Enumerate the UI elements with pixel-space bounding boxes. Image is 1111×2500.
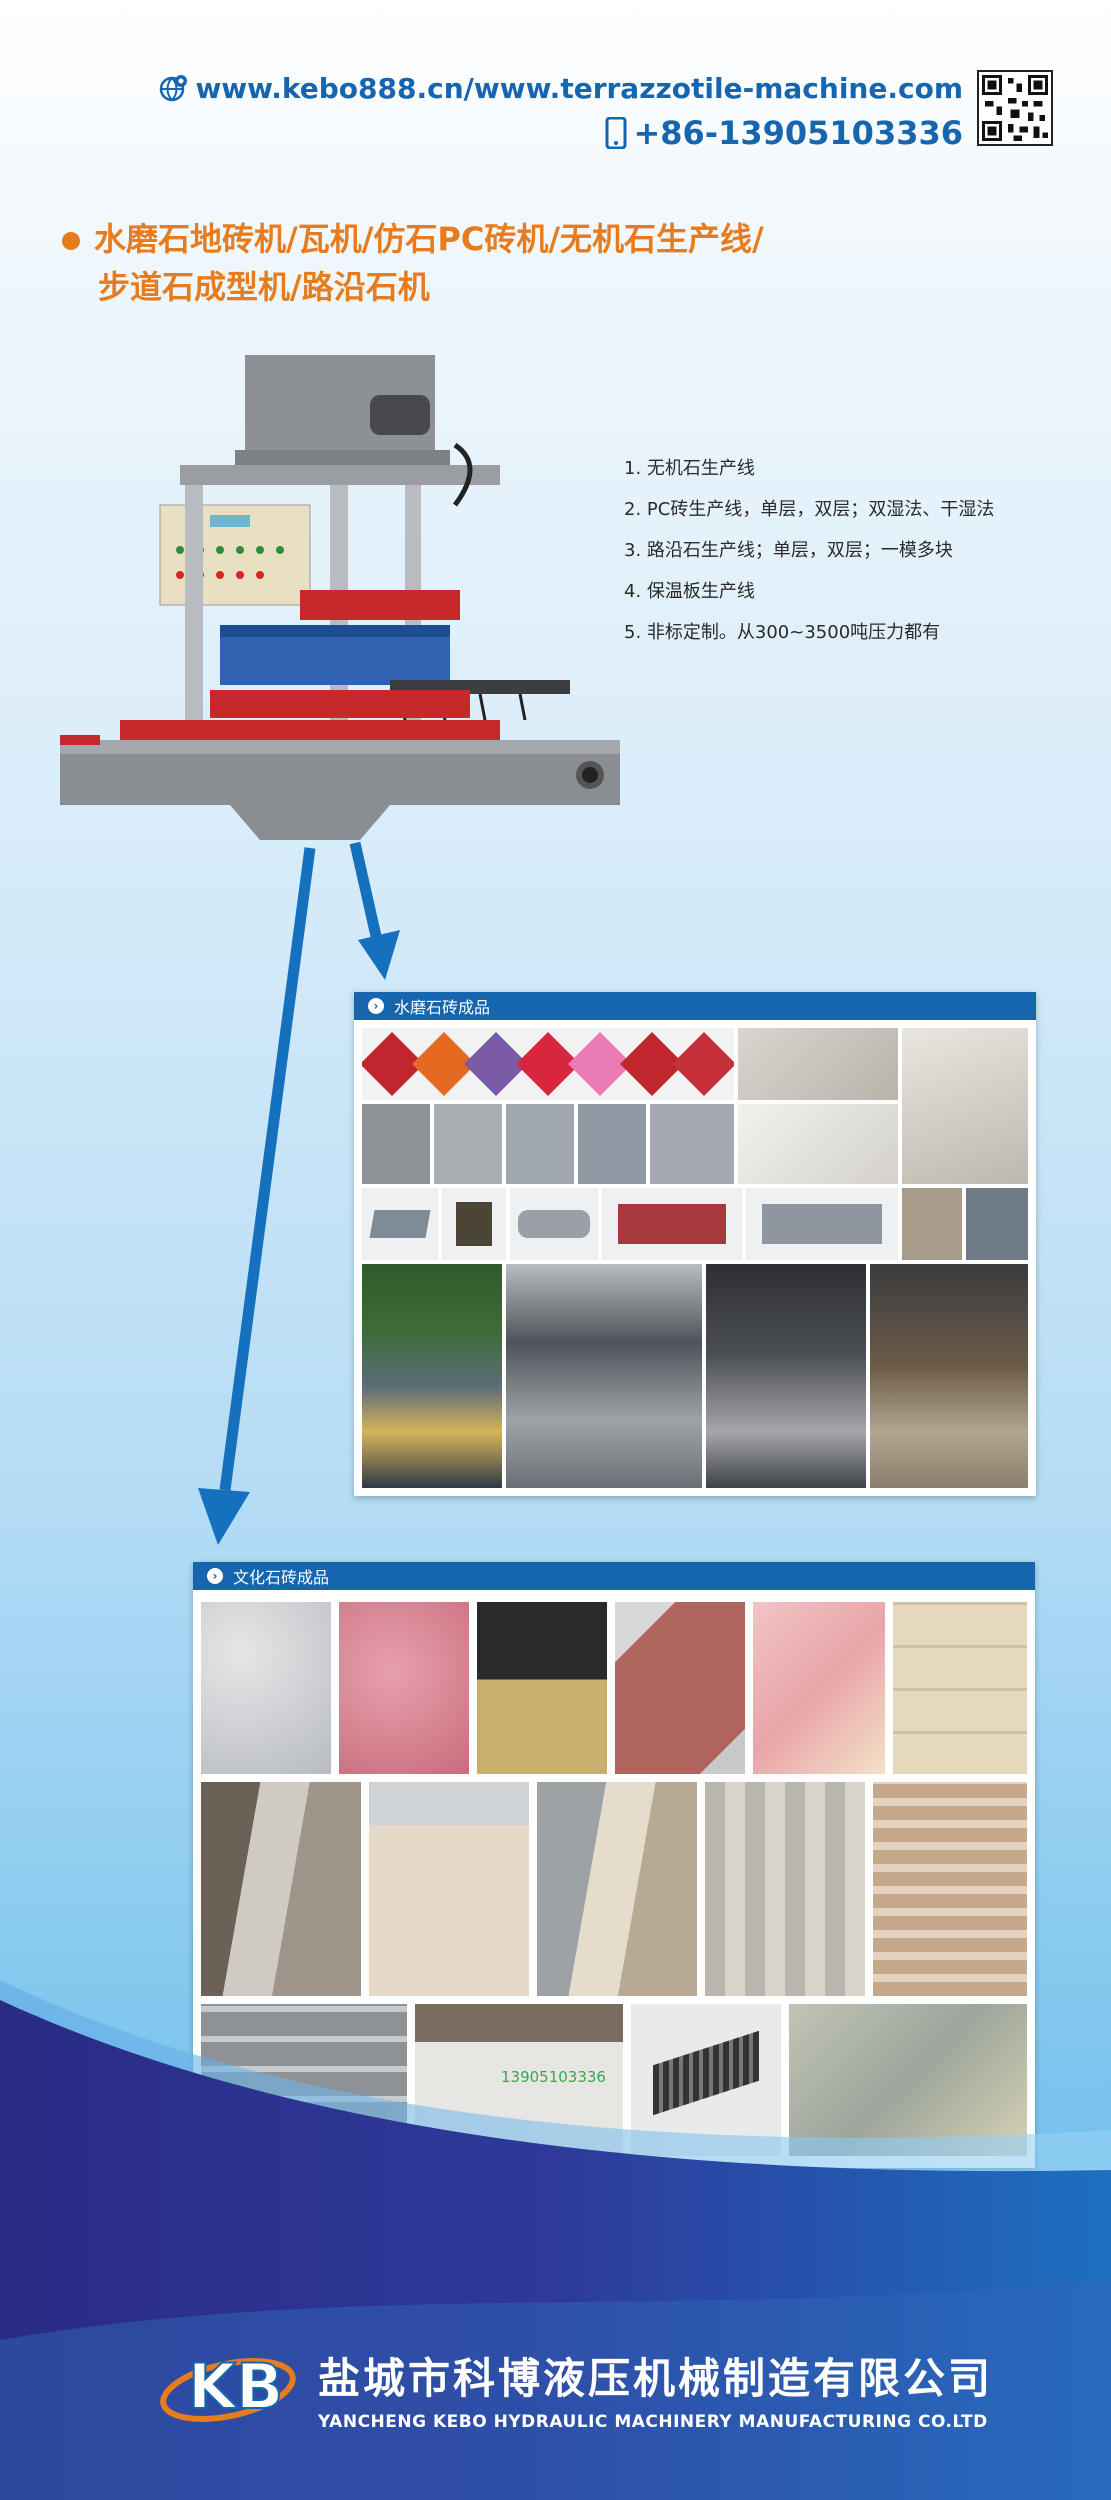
feature-item: 3. 路沿石生产线；单层，双层；一模多块 [624,540,953,561]
arrow-head-short [358,930,400,980]
phone-row: +86-13905103336 [159,110,963,156]
product-photo [738,1028,898,1100]
product-photo [369,1782,529,1996]
product-photo [201,1782,361,1996]
product-photo [578,1104,646,1184]
arrow-line-long [219,847,316,1491]
company-name-cn: 盐城市科博液压机械制造有限公司 [318,2354,994,2403]
product-photo [442,1188,506,1260]
product-photo [650,1104,734,1184]
product-photo [506,1104,574,1184]
company-name-block: 盐城市科博液压机械制造有限公司 YANCHENG KEBO HYDRAULIC … [318,2345,993,2432]
product-photo [893,1602,1027,1774]
hydraulic-press-machine [60,355,620,840]
product-photo [902,1188,962,1260]
product-photo [602,1188,742,1260]
product-headline: 水磨石地砖机/瓦机/仿石PC砖机/无机石生产线/ 步道石成型机/路沿石机 [62,215,764,311]
product-photo [746,1188,898,1260]
qr-code [977,70,1053,146]
arrow-head-long [198,1488,250,1545]
culture-panel-header: › 文化石砖成品 [193,1562,1035,1590]
product-photo [615,1602,745,1774]
website-link[interactable]: www.kebo888.cn/www.terrazzotile-machine.… [195,71,963,105]
feature-list: 1. 无机石生产线 2. PC砖生产线，单层，双层；双湿法、干湿法 3. 路沿石… [624,448,994,653]
product-photo [738,1104,898,1184]
contact-block: www.kebo888.cn/www.terrazzotile-machine.… [159,66,963,156]
product-photo [362,1188,438,1260]
bullet-dot [62,232,80,250]
arrow-line-short [349,841,384,947]
feature-item: 5. 非标定制。从300~3500吨压力都有 [624,622,941,643]
product-photo [362,1264,502,1488]
globe-pin-icon [160,75,188,102]
product-photo [753,1602,885,1774]
product-photo [506,1264,702,1488]
phone-number[interactable]: +86-13905103336 [633,114,963,152]
product-photo [902,1028,1028,1184]
terrazzo-panel-title: 水磨石砖成品 [394,998,491,1017]
product-photo [339,1602,469,1774]
product-photo [477,1602,607,1774]
product-photo [360,1028,736,1100]
terrazzo-panel-header: › 水磨石砖成品 [354,992,1036,1020]
product-photo [966,1188,1028,1260]
product-photo [705,1782,865,1996]
chevron-right-icon: › [368,998,384,1014]
company-name-en: YANCHENG KEBO HYDRAULIC MACHINERY MANUFA… [318,2412,988,2432]
feature-item: 4. 保温板生产线 [624,581,755,602]
feature-item: 2. PC砖生产线，单层，双层；双湿法、干湿法 [624,499,995,520]
product-photo [631,2004,781,2156]
feature-item: 1. 无机石生产线 [624,458,755,479]
product-photo [434,1104,502,1184]
product-photo [870,1264,1028,1488]
logo-text: KB [188,2350,283,2423]
product-photo [510,1188,598,1260]
headline-line-1: 水磨石地砖机/瓦机/仿石PC砖机/无机石生产线/ [94,220,764,258]
mobile-phone-icon [605,117,627,149]
product-photo [537,1782,697,1996]
product-photo [706,1264,866,1488]
product-photo [789,2004,1027,2156]
bottom-wave-background [0,1980,1111,2500]
terrazzo-products-panel: › 水磨石砖成品 [354,992,1036,1496]
diamond-tiles [360,1032,736,1096]
product-photo [201,1602,331,1774]
chevron-right-icon: › [207,1568,223,1584]
kebo-logo: KB [160,2349,296,2424]
product-photo [873,1782,1027,1996]
website-row: www.kebo888.cn/www.terrazzotile-machine.… [159,66,963,110]
product-photo [362,1104,430,1184]
phone-watermark: 13905103336 [501,2068,606,2086]
culture-panel-title: 文化石砖成品 [233,1568,330,1587]
headline-line-2: 步道石成型机/路沿石机 [98,268,430,306]
